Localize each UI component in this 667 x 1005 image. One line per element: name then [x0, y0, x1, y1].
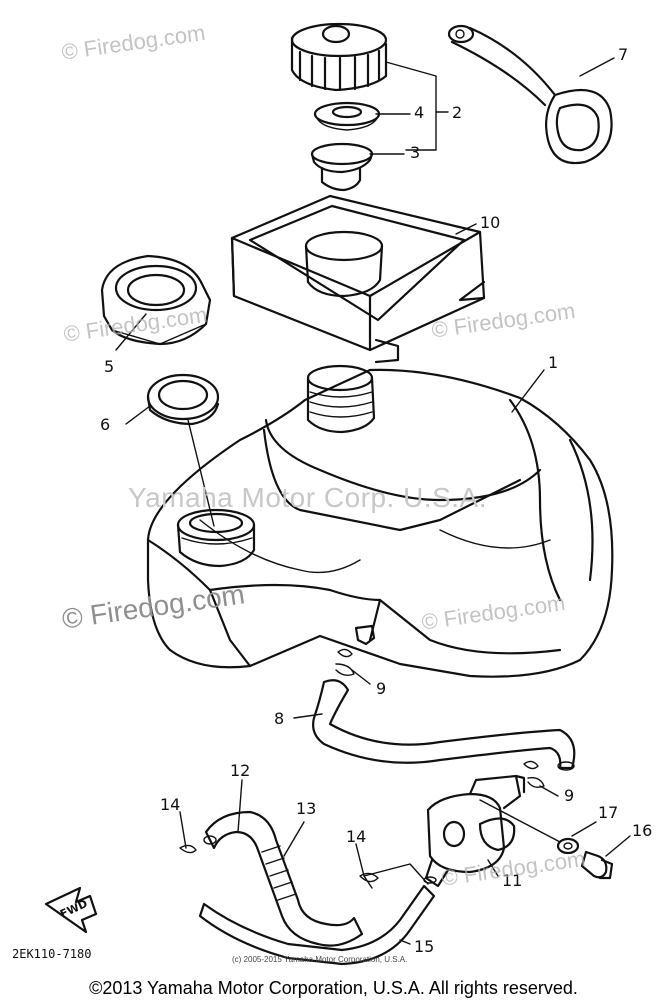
hose-clips	[179, 648, 545, 883]
callout-1: 1	[548, 353, 558, 372]
callout-2: 2	[452, 103, 462, 122]
fuel-hose-upper	[203, 810, 364, 947]
bolt	[580, 850, 614, 880]
small-copyright: (c) 2005-2015 Yamaha Motor Corporation, …	[232, 955, 408, 964]
cap-gasket	[313, 101, 381, 131]
copyright-footer: ©2013 Yamaha Motor Corporation, U.S.A. A…	[89, 978, 578, 998]
vent-hose	[312, 679, 576, 771]
callout-14a: 14	[160, 795, 180, 814]
fwd-label: FWD	[58, 897, 90, 921]
callout-10: 10	[480, 213, 500, 232]
callout-6: 6	[100, 415, 110, 434]
washer	[556, 837, 580, 855]
callout-8: 8	[274, 709, 284, 728]
callout-14b: 14	[346, 827, 366, 846]
callout-numbers: 1 2 3 4 5 6 7 8 9 9 10 11 12 13 14 14 15…	[58, 45, 652, 956]
callout-5: 5	[104, 357, 114, 376]
callout-13: 13	[296, 799, 316, 818]
forward-arrow	[44, 886, 98, 934]
callout-9b: 9	[564, 786, 574, 805]
callout-16: 16	[632, 821, 652, 840]
callout-9a: 9	[376, 679, 386, 698]
callout-15: 15	[414, 937, 434, 956]
callout-4: 4	[414, 103, 424, 122]
callout-7: 7	[618, 45, 628, 64]
watermark-yamaha: Yamaha Motor Corp. U.S.A.	[128, 482, 487, 513]
filler-neck	[100, 254, 212, 346]
leader-lines	[115, 57, 631, 945]
cap-insert	[310, 142, 374, 192]
seal-ring	[146, 373, 220, 426]
fuel-cap	[290, 22, 388, 92]
callout-3: 3	[410, 143, 420, 162]
fuel-hose-lower	[198, 884, 436, 966]
fuel-tank	[146, 364, 614, 678]
diagram-code: 2EK110-7180	[12, 947, 92, 961]
callout-12: 12	[230, 761, 250, 780]
callout-11: 11	[502, 871, 522, 890]
cap-strap	[447, 24, 613, 165]
tank-cover	[230, 194, 486, 364]
fuel-cock	[423, 774, 526, 888]
callout-17: 17	[598, 803, 618, 822]
